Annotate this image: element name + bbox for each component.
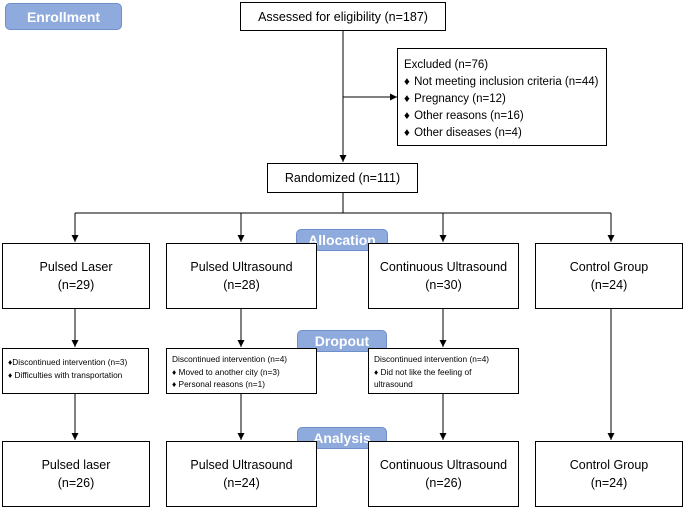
bullet-icon: ♦ [404, 76, 410, 88]
group-count: (n=26) [425, 476, 462, 490]
analysis-box-pulsed-laser: Pulsed laser (n=26) [2, 441, 150, 507]
group-name: Continuous Ultrasound [379, 458, 508, 472]
analysis-box-continuous-ultrasound: Continuous Ultrasound (n=26) [368, 441, 519, 507]
group-count: (n=26) [57, 476, 95, 490]
group-name: Control Group [569, 458, 649, 472]
allocation-box-continuous-ultrasound: Continuous Ultrasound (n=30) [368, 243, 519, 309]
allocation-box-control-group: Control Group (n=24) [535, 243, 683, 309]
excluded-item: ♦ Not meeting inclusion criteria (n=44) [404, 76, 599, 88]
excluded-title: Excluded (n=76) [404, 59, 489, 71]
dropout-line: Discontinued intervention (n=4) [374, 354, 490, 364]
excluded-item: ♦ Other diseases (n=4) [404, 127, 522, 139]
group-name: Control Group [569, 260, 649, 274]
dropout-label: Dropout [297, 330, 387, 352]
assessed-box: Assessed for eligibility (n=187) [240, 2, 446, 31]
group-count: (n=30) [425, 278, 462, 292]
assessed-text: Assessed for eligibility (n=187) [258, 9, 428, 24]
analysis-box-control-group: Control Group (n=24) [535, 441, 683, 507]
group-count: (n=28) [223, 278, 260, 292]
group-name: Continuous Ultrasound [379, 260, 508, 274]
excluded-box: Excluded (n=76) ♦ Not meeting inclusion … [397, 48, 607, 146]
dropout-box-continuous-ultrasound: Discontinued intervention (n=4) ♦ Did no… [368, 348, 519, 394]
enrollment-label: Enrollment [5, 3, 122, 30]
allocation-box-pulsed-laser: Pulsed Laser (n=29) [2, 243, 150, 309]
group-name: Pulsed laser [41, 458, 111, 472]
group-count: (n=29) [57, 278, 95, 292]
allocation-label: Allocation [296, 229, 388, 251]
dropout-line: ♦ Personal reasons (n=1) [172, 379, 266, 389]
dropout-line: ♦Discontinued intervention (n=3) [8, 357, 128, 367]
analysis-box-pulsed-ultrasound: Pulsed Ultrasound (n=24) [166, 441, 317, 507]
group-count: (n=24) [590, 476, 628, 490]
group-count: (n=24) [590, 278, 628, 292]
bullet-icon: ♦ [404, 110, 410, 122]
analysis-label: Analysis [297, 427, 387, 449]
randomized-text: Randomized (n=111) [284, 171, 401, 185]
dropout-line: ♦ Moved to another city (n=3) [172, 366, 280, 377]
dropout-box-pulsed-ultrasound: Discontinued intervention (n=4) ♦ Moved … [166, 348, 317, 394]
dropout-line: ♦ Did not like the feeling of [374, 366, 472, 377]
dropout-line: Discontinued intervention (n=4) [172, 354, 288, 364]
group-name: Pulsed Ultrasound [190, 458, 293, 472]
dropout-line: ♦ Difficulties with transportation [8, 369, 123, 380]
excluded-item: ♦ Pregnancy (n=12) [404, 93, 506, 105]
randomized-box: Randomized (n=111) [267, 163, 418, 193]
bullet-icon: ♦ [404, 127, 410, 139]
dropout-line: ultrasound [374, 379, 413, 389]
dropout-box-pulsed-laser: ♦Discontinued intervention (n=3) ♦ Diffi… [2, 348, 149, 394]
group-name: Pulsed Ultrasound [190, 260, 293, 274]
group-name: Pulsed Laser [39, 260, 113, 274]
excluded-item: ♦ Other reasons (n=16) [404, 110, 524, 122]
allocation-box-pulsed-ultrasound: Pulsed Ultrasound (n=28) [166, 243, 317, 309]
bullet-icon: ♦ [404, 93, 410, 105]
group-count: (n=24) [223, 476, 260, 490]
